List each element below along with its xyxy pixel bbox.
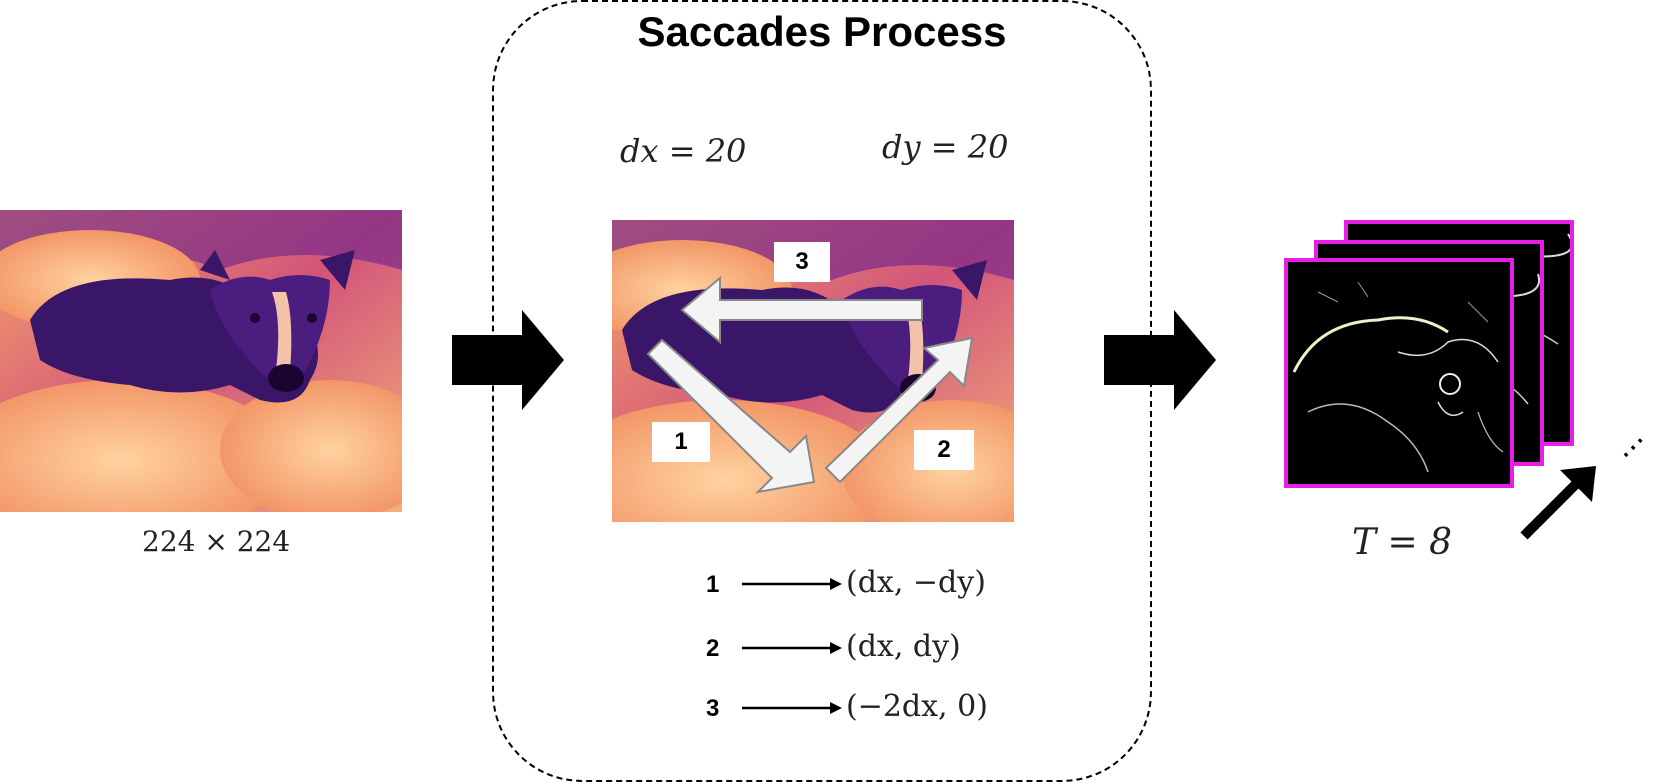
right-arrow-icon xyxy=(742,702,842,714)
mapping-row-1: 1 (dx, −dy) xyxy=(700,565,1030,605)
mapping-num: 3 xyxy=(706,695,720,722)
edge-map-frame xyxy=(1292,281,1504,473)
input-size-label: 224 × 224 xyxy=(142,525,291,558)
saccade-arrow-1 xyxy=(646,338,816,494)
saccade-badge-2: 2 xyxy=(914,430,974,470)
mapping-row-3: 3 (−2dx, 0) xyxy=(700,689,1030,729)
mapping-row-2: 2 (dx, dy) xyxy=(700,629,1030,669)
dog-photo-input xyxy=(0,210,402,512)
diagram-title: Saccades Process xyxy=(637,8,1007,55)
continuation-ellipsis: ⋯ xyxy=(1610,424,1654,471)
saccade-mapping-list: 1 (dx, −dy) 2 (dx, dy) 3 (−2dx, 0) xyxy=(700,565,1030,745)
right-arrow-icon xyxy=(742,578,842,590)
flow-arrow-right-1 xyxy=(452,310,564,410)
dy-param-label: dy = 20 xyxy=(882,128,1009,166)
mapping-num: 1 xyxy=(706,571,720,598)
diagonal-arrow-icon xyxy=(1520,466,1596,540)
mapping-vector: (−2dx, 0) xyxy=(846,689,988,724)
mapping-vector: (dx, dy) xyxy=(846,629,961,664)
saccade-arrow-3 xyxy=(680,275,923,345)
input-image xyxy=(0,210,402,512)
flow-arrow-right-2 xyxy=(1104,310,1216,410)
saccades-process-container xyxy=(492,0,1152,782)
saccade-arrow-2 xyxy=(824,336,974,484)
mapping-vector: (dx, −dy) xyxy=(846,565,986,600)
saccade-badge-1: 1 xyxy=(652,422,710,462)
output-frame-1 xyxy=(1284,258,1514,488)
dx-param-label: dx = 20 xyxy=(620,132,747,170)
right-arrow-icon xyxy=(742,642,842,654)
mapping-num: 2 xyxy=(706,635,720,662)
time-steps-label: T = 8 xyxy=(1352,522,1452,563)
saccade-badge-3: 3 xyxy=(774,242,830,282)
